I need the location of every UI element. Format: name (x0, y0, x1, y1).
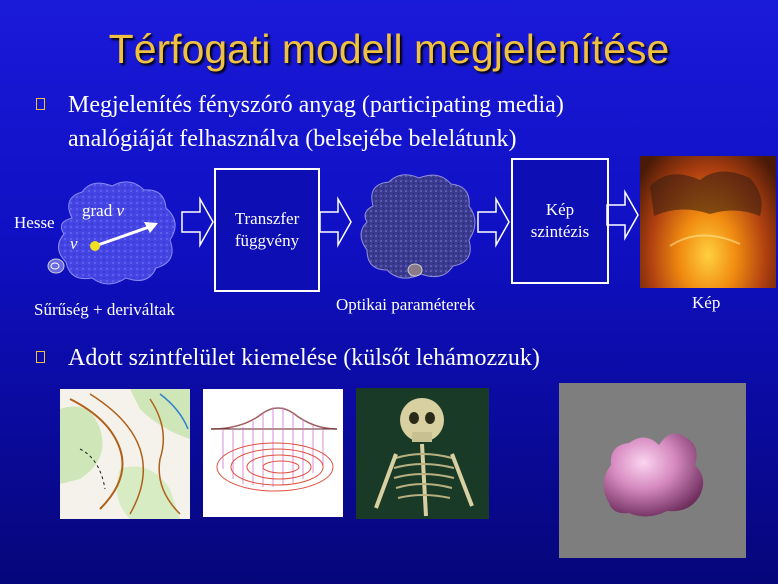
v-label: v (70, 234, 78, 253)
flow-arrow-1-icon (181, 196, 214, 248)
image-label: Kép (692, 293, 721, 312)
density-label: Sűrűség + deriváltak (34, 300, 175, 319)
isosurface-blob-image (559, 383, 746, 558)
bullet-1-line-1: Megjelenítés fényszóró anyag (participat… (68, 92, 564, 118)
optical-cloud (360, 174, 476, 279)
bullet-2-line-1: Adott szintfelület kiemelése (külsőt leh… (68, 345, 540, 371)
contour-map-detail (60, 389, 190, 519)
skeleton-render-image (356, 388, 489, 519)
flow-arrow-3-icon (477, 196, 510, 248)
hesse-label: Hesse (14, 213, 55, 232)
isosurface-plot-image (203, 389, 343, 517)
grad-label: grad v (82, 201, 124, 221)
transfer-function-box: Transzfer függvény (214, 168, 320, 292)
isosurface-blob-detail (603, 433, 704, 517)
rendered-image-detail (650, 171, 762, 247)
bullet-1-line-2: analógiáját felhasználva (belsejébe bele… (68, 126, 517, 152)
transfer-line-1: Transzfer (234, 209, 300, 228)
contour-map-image (60, 389, 190, 519)
flow-arrow-2-icon (319, 196, 352, 248)
rendered-image (640, 156, 776, 288)
bullet-2: Adott szintfelület kiemelése (külsőt leh… (36, 341, 540, 375)
grad-text: grad (82, 201, 117, 220)
image-synthesis-box: Kép szintézis (511, 158, 609, 284)
transfer-line-2: függvény (234, 231, 300, 250)
grad-variable: v (116, 201, 125, 220)
optical-label: Optikai paraméterek (336, 295, 476, 314)
synth-line-1: Kép (545, 200, 575, 219)
synth-line-2: szintézis (530, 222, 590, 241)
density-cloud (58, 181, 176, 285)
gradient-arrow-icon (90, 222, 158, 251)
skeleton-render-detail (356, 388, 489, 519)
bullet-1: Megjelenítés fényszóró anyag (participat… (36, 88, 564, 156)
bullet-square-icon (36, 351, 45, 363)
bullet-square-icon (36, 98, 45, 110)
flow-arrow-4-icon (606, 189, 639, 241)
hesse-ellipsoid-icon (47, 258, 65, 274)
slide-title: Térfogati modell megjelenítése (108, 26, 670, 72)
isosurface-plot-detail (210, 407, 338, 492)
